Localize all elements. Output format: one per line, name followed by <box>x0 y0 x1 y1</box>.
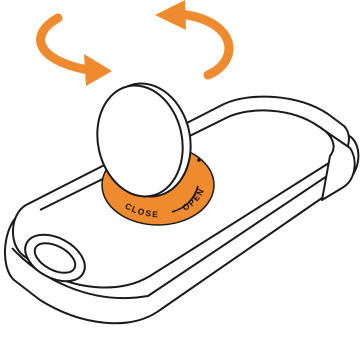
indicator-dot <box>197 158 201 162</box>
rotate-arrowhead-right <box>84 54 112 86</box>
rotate-arrow-left <box>41 18 88 70</box>
rotate-arrow-right <box>180 14 229 75</box>
rotate-arrowhead-left <box>155 0 186 30</box>
rotation-arrows-icon <box>41 0 229 86</box>
